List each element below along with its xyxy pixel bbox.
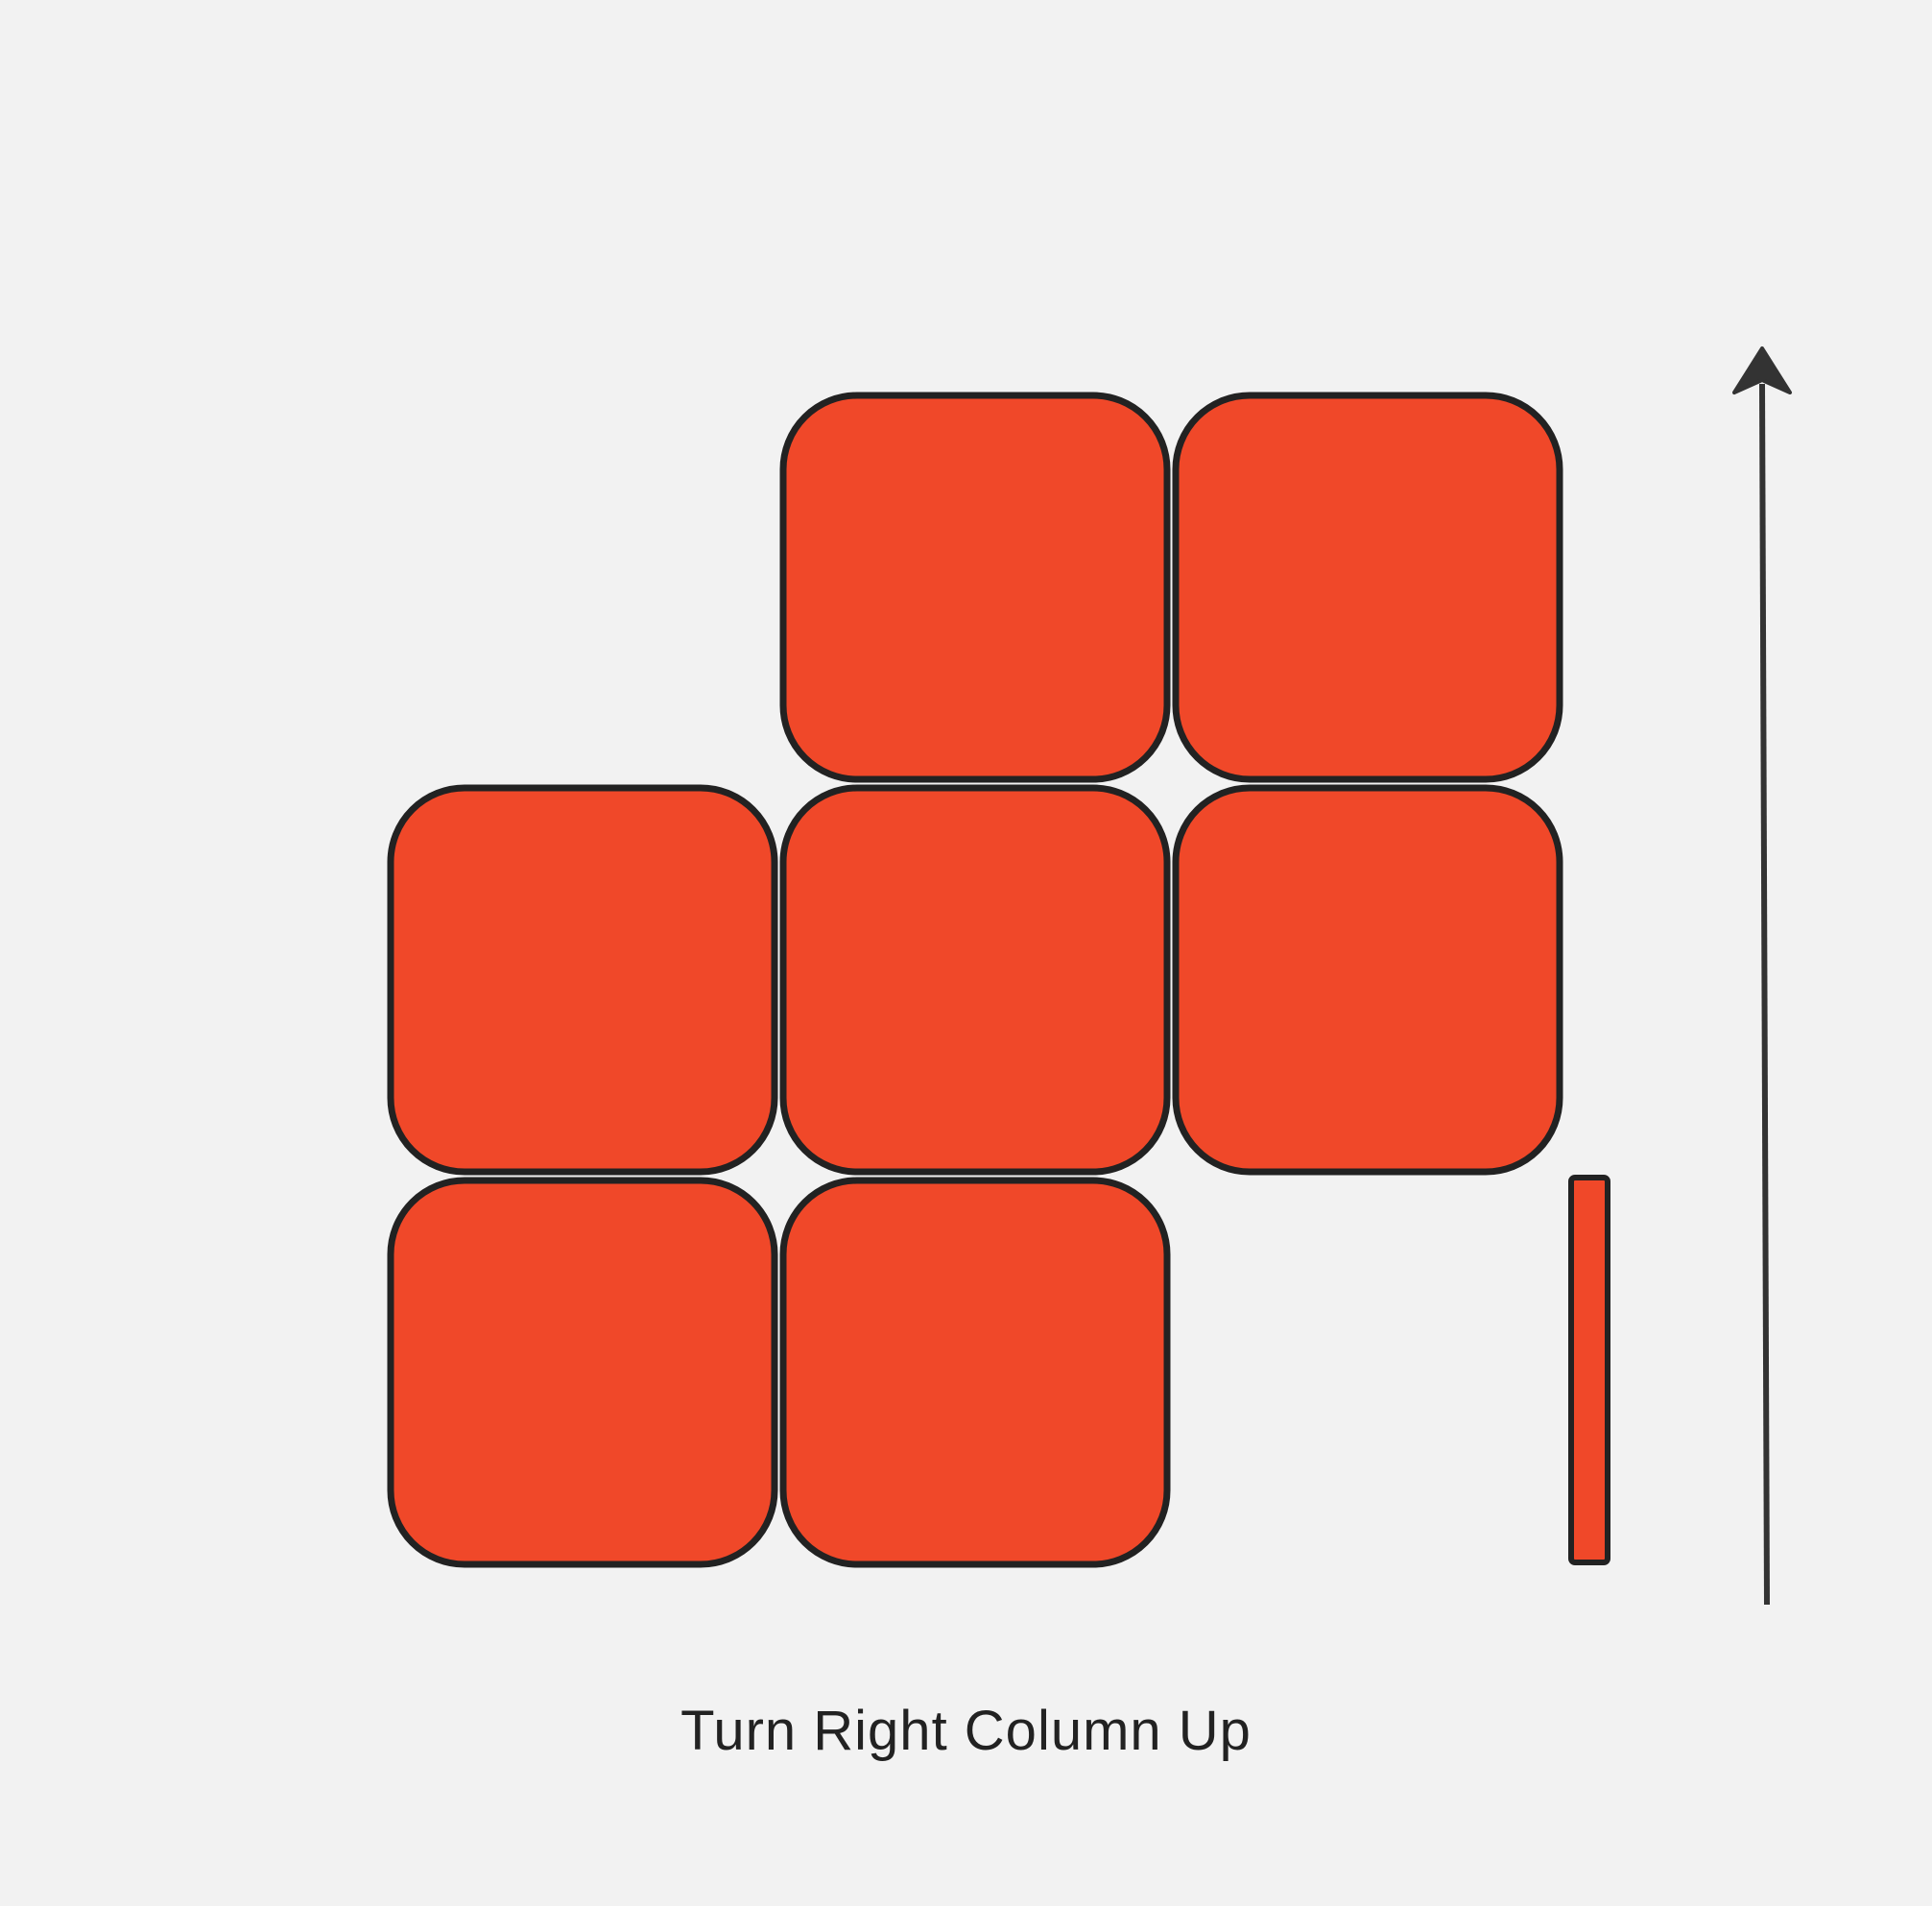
cube-tile-r2-c1: [779, 1177, 1171, 1568]
cube-tile-r1-c1: [779, 784, 1171, 1176]
right-column-edge-sticker: [1568, 1175, 1610, 1565]
cube-tile-r2-c0: [387, 1177, 778, 1568]
cube-tile-r0-c2: [1172, 392, 1563, 783]
cube-tile-r1-c2: [1172, 784, 1563, 1176]
cube-tile-r0-c1: [779, 392, 1171, 783]
cube-tile-r1-c0: [387, 784, 778, 1176]
arrow-up-icon: [1732, 346, 1792, 1606]
cube-face-tiles: [387, 392, 1563, 1568]
move-caption: Turn Right Column Up: [680, 1700, 1252, 1762]
